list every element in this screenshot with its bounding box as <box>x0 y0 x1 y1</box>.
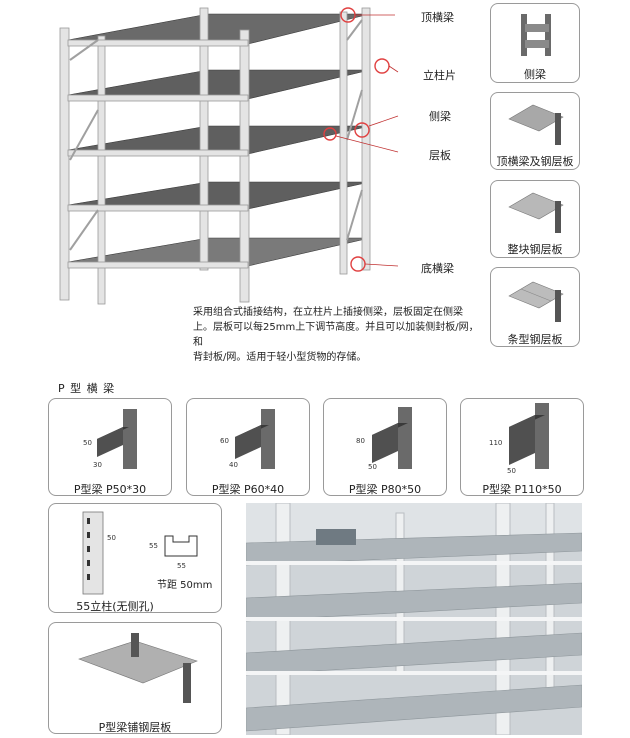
beam-p110x50-image <box>509 403 549 469</box>
beam-p110x50-dim-w: 50 <box>507 467 516 475</box>
card-solid-steel-deck-label: 整块钢层板 <box>507 243 563 256</box>
warehouse-photo <box>246 503 582 735</box>
deck-caption: P型梁铺钢层板 <box>98 721 172 734</box>
description-line-3: 背封板/网。适用于轻小型货物的存储。 <box>193 352 367 363</box>
card-strip-steel-deck: 条型钢层板 <box>490 267 580 347</box>
card-strip-steel-deck-label: 条型钢层板 <box>507 333 563 346</box>
beam-p50x30-caption: P型梁 P50*30 <box>73 483 147 496</box>
card-side-beam: 侧梁 <box>490 3 580 83</box>
upright-dim-profile-w: 55 <box>177 562 186 570</box>
beam-p80x50-image <box>372 407 412 469</box>
card-solid-steel-deck: 整块钢层板 <box>490 180 580 258</box>
beam-card-p60x40: 60 40 P型梁 P60*40 <box>186 398 310 496</box>
beam-p110x50-caption: P型梁 P110*50 <box>482 483 562 496</box>
beam-p110x50-dim-h: 110 <box>489 439 503 447</box>
beam-card-p110x50: 110 50 P型梁 P110*50 <box>460 398 584 496</box>
deck-image <box>78 633 198 703</box>
callout-upright: 立柱片 <box>423 69 456 82</box>
upright-profile-image <box>164 535 198 557</box>
beam-p60x40-image <box>235 409 275 469</box>
beam-p60x40-caption: P型梁 P60*40 <box>211 483 285 496</box>
description: 采用组合式插接结构，在立柱片上插接侧梁，层板固定在侧梁 上。层板可以每25mm上… <box>193 305 483 365</box>
solid-steel-deck-image <box>508 192 564 233</box>
side-beam-image <box>521 14 551 56</box>
description-line-1: 采用组合式插接结构，在立柱片上插接侧梁，层板固定在侧梁 <box>193 307 463 318</box>
card-top-beam-steel: 顶横梁及钢层板 <box>490 92 580 170</box>
beam-p80x50-caption: P型梁 P80*50 <box>348 483 422 496</box>
beam-p50x30-image <box>97 409 137 469</box>
beam-p60x40-dim-w: 40 <box>229 461 238 469</box>
top-beam-steel-image <box>508 104 564 145</box>
beam-p50x30-dim-w: 30 <box>93 461 102 469</box>
callout-top-beam: 顶横梁 <box>421 11 454 24</box>
card-side-beam-label: 侧梁 <box>524 68 546 81</box>
beam-card-p80x50: 80 50 P型梁 P80*50 <box>323 398 447 496</box>
rack-illustration <box>59 7 399 305</box>
description-line-2: 上。层板可以每25mm上下调节高度。并且可以加装侧封板/网，和 <box>193 322 479 348</box>
beam-p80x50-dim-w: 50 <box>368 463 377 471</box>
upright-card: 50 55 55 节距 50mm 55立柱(无侧孔) <box>48 503 222 613</box>
upright-image <box>82 511 104 595</box>
beam-p80x50-dim-h: 80 <box>356 437 365 445</box>
deck-card: P型梁铺钢层板 <box>48 622 222 734</box>
callout-side-beam: 侧梁 <box>429 110 451 123</box>
callout-shelf: 层板 <box>429 149 451 162</box>
beam-p50x30-dim-h: 50 <box>83 439 92 447</box>
upright-dim-side: 50 <box>107 534 116 542</box>
upright-pitch: 节距 50mm <box>157 580 213 591</box>
card-top-beam-steel-label: 顶横梁及钢层板 <box>496 155 574 168</box>
callout-bottom-beam: 底横梁 <box>421 262 454 275</box>
upright-dim-profile-h: 55 <box>149 542 158 550</box>
upright-caption: 55立柱(无侧孔) <box>76 600 154 613</box>
strip-steel-deck-image <box>508 281 564 322</box>
beam-p60x40-dim-h: 60 <box>220 437 229 445</box>
section-title: P 型 横 梁 <box>58 382 116 395</box>
beam-card-p50x30: 50 30 P型梁 P50*30 <box>48 398 172 496</box>
